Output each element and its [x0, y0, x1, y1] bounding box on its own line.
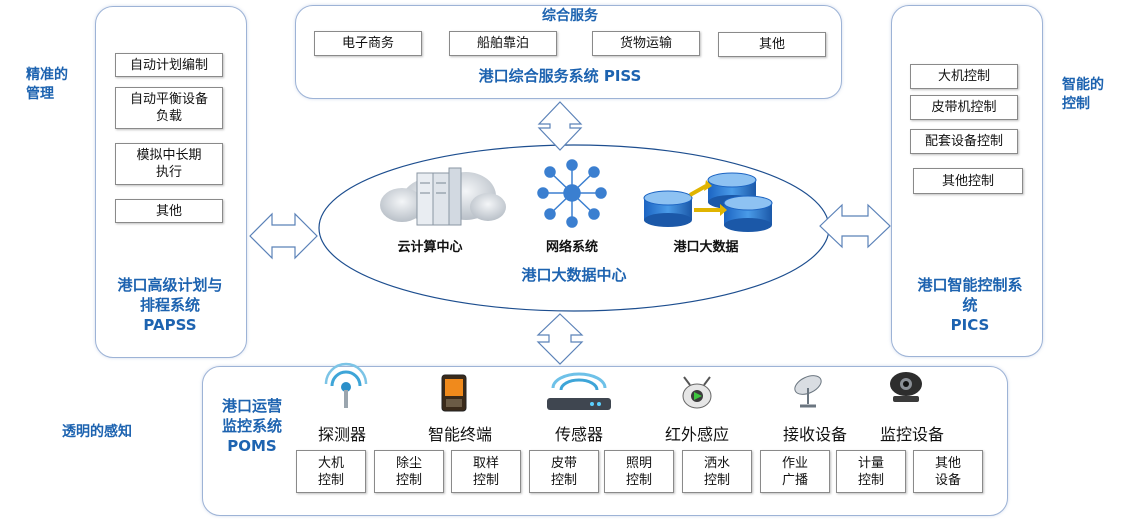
network-icon	[537, 159, 607, 228]
top-item-other: 其他	[718, 32, 826, 57]
left-item-3: 模拟中长期执行	[115, 143, 223, 185]
left-item-4: 其他	[115, 199, 223, 223]
infrared-icon	[682, 376, 712, 409]
network-system-label: 网络系统	[545, 240, 598, 255]
cloud-server-icon	[380, 167, 506, 226]
control-box-8: 计量控制	[836, 450, 906, 493]
control-box-1: 大机控制	[296, 450, 366, 493]
detector-icon	[324, 362, 368, 408]
data-center-title: 港口大数据中心	[521, 266, 627, 284]
sensor-icon	[547, 372, 611, 410]
receiver-icon	[794, 375, 822, 408]
camera-icon	[890, 372, 922, 402]
right-item-2: 皮带机控制	[910, 95, 1018, 120]
smart-control-label: 智能的控制	[1062, 77, 1104, 112]
top-item-ecommerce: 电子商务	[314, 31, 422, 56]
top-item-berthing: 船舶靠泊	[449, 31, 557, 56]
right-item-1: 大机控制	[910, 64, 1018, 89]
device-detector: 探测器	[317, 425, 366, 444]
precise-management-label: 精准的管理	[26, 67, 68, 102]
transparent-perception-label: 透明的感知	[62, 424, 132, 440]
left-double-arrow	[249, 212, 318, 260]
bottom-double-arrow	[536, 313, 584, 365]
device-receiver: 接收设备	[782, 425, 847, 444]
control-box-5: 照明控制	[604, 450, 674, 493]
control-box-6: 洒水控制	[682, 450, 752, 493]
device-terminal: 智能终端	[427, 425, 492, 444]
big-data-label: 港口大数据	[673, 240, 739, 255]
control-box-9: 其他设备	[913, 450, 983, 493]
device-monitor: 监控设备	[879, 425, 944, 444]
right-double-arrow	[819, 203, 891, 249]
control-box-2: 除尘控制	[374, 450, 444, 493]
right-item-4: 其他控制	[913, 168, 1023, 194]
device-infrared: 红外感应	[664, 425, 729, 444]
control-box-3: 取样控制	[451, 450, 521, 493]
cloud-computing-label: 云计算中心	[397, 240, 463, 255]
left-item-2: 自动平衡设备负载	[115, 87, 223, 129]
smart-terminal-icon	[441, 374, 467, 412]
device-sensor: 传感器	[554, 425, 603, 444]
control-box-7: 作业广播	[760, 450, 830, 493]
service-heading: 综合服务	[542, 8, 598, 24]
top-item-cargo: 货物运输	[592, 31, 700, 56]
control-box-4: 皮带控制	[529, 450, 599, 493]
top-double-arrow	[537, 101, 583, 151]
right-item-3: 配套设备控制	[910, 129, 1018, 154]
left-item-1: 自动计划编制	[115, 53, 223, 77]
piss-title: 港口综合服务系统 PISS	[478, 67, 642, 85]
database-icon	[643, 172, 773, 232]
